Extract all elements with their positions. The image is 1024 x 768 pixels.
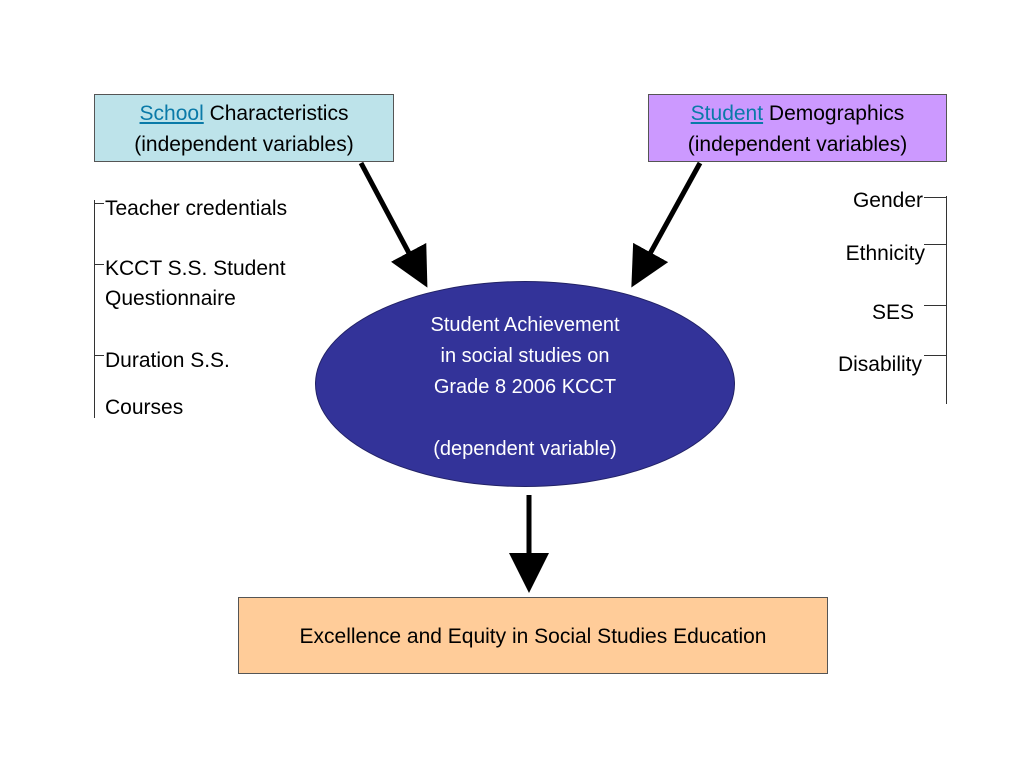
school-item: Duration S.S. bbox=[105, 349, 230, 372]
school-characteristics-box: School Characteristics (independent vari… bbox=[94, 94, 394, 162]
achievement-line: Student Achievement bbox=[430, 314, 620, 336]
school-title-rest: Characteristics bbox=[203, 102, 349, 125]
school-tick bbox=[94, 203, 104, 204]
student-tick bbox=[924, 305, 946, 306]
achievement-spacer bbox=[316, 403, 734, 434]
achievement-line: Grade 8 2006 KCCT bbox=[433, 376, 617, 398]
school-tick bbox=[94, 264, 104, 265]
school-item: Questionnaire bbox=[105, 287, 236, 310]
school-item: Courses bbox=[105, 396, 184, 419]
school-items-bracket bbox=[94, 200, 95, 418]
student-item: SES bbox=[871, 301, 914, 324]
student-title-rest: Demographics bbox=[763, 102, 905, 125]
student-tick bbox=[924, 355, 946, 356]
student-tick bbox=[924, 244, 946, 245]
arrow-student-to-achievement bbox=[631, 161, 703, 288]
school-box-subtitle: (independent variables) bbox=[134, 133, 354, 156]
arrow-school-to-achievement bbox=[358, 161, 428, 288]
school-tick bbox=[94, 355, 104, 356]
school-box-title: School Characteristics bbox=[95, 98, 393, 129]
student-items-bracket bbox=[946, 196, 947, 404]
achievement-dependent-label: (dependent variable) bbox=[433, 438, 617, 460]
student-keyword: Student bbox=[690, 102, 764, 125]
student-item: Gender bbox=[852, 189, 923, 212]
student-item: Ethnicity bbox=[845, 242, 925, 265]
school-item: KCCT S.S. Student bbox=[105, 257, 286, 280]
student-demographics-box: Student Demographics (independent variab… bbox=[648, 94, 947, 162]
student-box-title: Student Demographics bbox=[649, 98, 946, 129]
achievement-line: in social studies on bbox=[440, 345, 610, 367]
outcome-label: Excellence and Equity in Social Studies … bbox=[299, 625, 767, 648]
school-keyword: School bbox=[139, 102, 204, 125]
student-tick bbox=[924, 197, 946, 198]
school-item: Teacher credentials bbox=[105, 197, 288, 220]
student-achievement-ellipse: Student Achievement in social studies on… bbox=[315, 281, 735, 487]
student-box-subtitle: (independent variables) bbox=[687, 133, 908, 156]
student-item: Disability bbox=[837, 353, 922, 376]
outcome-box: Excellence and Equity in Social Studies … bbox=[238, 597, 828, 674]
